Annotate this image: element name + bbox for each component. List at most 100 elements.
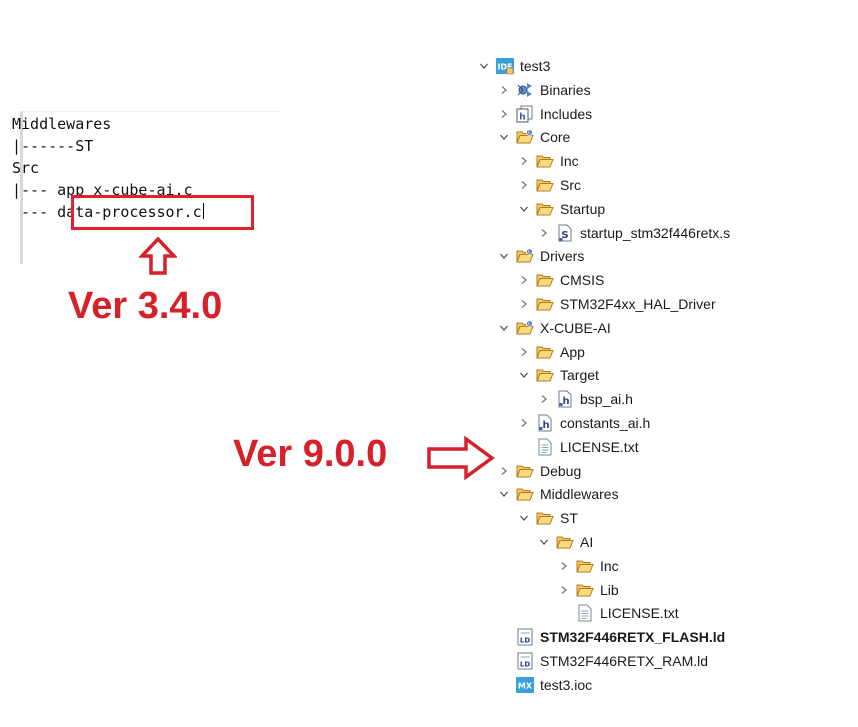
highlight-box — [71, 195, 254, 230]
tree-item[interactable]: Lib — [558, 579, 619, 601]
chevron-down-icon[interactable] — [518, 198, 530, 220]
folder-icon — [536, 295, 554, 313]
tree-item-label: Middlewares — [540, 486, 619, 503]
chevron-right-icon[interactable] — [498, 460, 510, 482]
version-label-right: Ver 9.0.0 — [233, 433, 388, 475]
chevron-right-icon[interactable] — [498, 79, 510, 101]
chevron-down-icon[interactable] — [478, 55, 490, 77]
folder-icon — [556, 533, 574, 551]
tree-item-label: ST — [560, 510, 578, 527]
tree-item[interactable]: App — [518, 341, 585, 363]
tree-item[interactable]: Inc — [558, 555, 619, 577]
text-caret — [202, 203, 204, 219]
tree-item[interactable]: Startup — [518, 198, 605, 220]
tree-item-label: LICENSE.txt — [560, 438, 639, 455]
tree-item[interactable]: LICENSE.txt — [518, 436, 639, 458]
chevron-down-icon[interactable] — [498, 317, 510, 339]
tree-item[interactable]: AI — [538, 531, 593, 553]
chevron-right-icon[interactable] — [518, 150, 530, 172]
chevron-right-icon[interactable] — [498, 103, 510, 125]
tree-item-label: X-CUBE-AI — [540, 319, 611, 336]
chevron-right-icon[interactable] — [518, 293, 530, 315]
header-file-icon: h — [556, 390, 574, 408]
svg-text:C: C — [528, 250, 531, 256]
up-arrow-icon — [139, 236, 177, 275]
chevron-right-icon[interactable] — [558, 579, 570, 601]
tree-item-label: bsp_ai.h — [580, 391, 633, 408]
folder-icon — [536, 271, 554, 289]
tree-spacer — [518, 436, 530, 458]
svg-text:h: h — [562, 396, 569, 407]
ide-project-icon: IDE — [496, 57, 514, 75]
folder-icon — [536, 343, 554, 361]
tree-item[interactable]: Inc — [518, 150, 579, 172]
tree-item[interactable]: C Drivers — [498, 245, 584, 267]
tree-item[interactable]: C X-CUBE-AI — [498, 317, 611, 339]
chevron-right-icon[interactable] — [558, 555, 570, 577]
svg-text:IDE: IDE — [497, 63, 512, 72]
folder-icon — [536, 509, 554, 527]
tree-item-label: Inc — [560, 153, 579, 170]
tree-spacer — [558, 602, 570, 624]
tree-item-label: STM32F446RETX_RAM.ld — [540, 653, 709, 669]
chevron-down-icon[interactable] — [498, 245, 510, 267]
code-line-5: --- data-processor.c — [12, 202, 204, 222]
tree-item[interactable]: IDE test3 — [478, 55, 550, 77]
tree-item[interactable]: LICENSE.txt — [558, 602, 679, 624]
svg-text:LD: LD — [520, 637, 530, 645]
chevron-down-icon[interactable] — [498, 483, 510, 505]
version-label-left: Ver 3.4.0 — [68, 285, 223, 327]
tree-item[interactable]: STM32F4xx_HAL_Driver — [518, 293, 716, 315]
folder-icon — [536, 176, 554, 194]
tree-item-label: Binaries — [540, 81, 591, 98]
includes-icon: h — [516, 105, 534, 123]
tree-item[interactable]: Debug — [498, 460, 581, 482]
chevron-right-icon[interactable] — [538, 388, 550, 410]
tree-item-label: STM32F4xx_HAL_Driver — [560, 296, 716, 312]
binaries-icon — [516, 81, 534, 99]
folder-icon — [516, 462, 534, 480]
code-line-3: Src — [12, 159, 40, 177]
asm-file-icon: S — [556, 224, 574, 242]
tree-item-label: test3 — [520, 58, 551, 74]
chevron-right-icon[interactable] — [518, 341, 530, 363]
svg-text:LD: LD — [520, 661, 530, 669]
tree-item[interactable]: CMSIS — [518, 269, 604, 291]
tree-spacer — [498, 626, 510, 648]
tree-item[interactable]: Binaries — [498, 79, 591, 101]
chevron-down-icon[interactable] — [518, 364, 530, 386]
tree-item[interactable]: LD STM32F446RETX_RAM.ld — [498, 650, 708, 672]
chevron-down-icon[interactable] — [518, 507, 530, 529]
chevron-right-icon[interactable] — [518, 412, 530, 434]
tree-item-label: App — [560, 343, 585, 360]
tree-item[interactable]: Target — [518, 364, 599, 386]
tree-item[interactable]: h Includes — [498, 103, 592, 125]
svg-text:S: S — [561, 230, 568, 241]
svg-text:C: C — [528, 321, 531, 327]
svg-text:C: C — [528, 131, 531, 137]
right-arrow-icon — [427, 436, 495, 480]
svg-text:h: h — [542, 420, 549, 431]
chevron-right-icon[interactable] — [518, 174, 530, 196]
chevron-right-icon[interactable] — [518, 269, 530, 291]
tree-item[interactable]: Src — [518, 174, 581, 196]
tree-item-label: STM32F446RETX_FLASH.ld — [540, 629, 726, 646]
tree-item-label: Includes — [540, 105, 593, 122]
svg-text:MX: MX — [518, 681, 533, 690]
chevron-right-icon[interactable] — [538, 222, 550, 244]
tree-item[interactable]: LD STM32F446RETX_FLASH.ld — [498, 626, 725, 648]
chevron-down-icon[interactable] — [538, 531, 550, 553]
tree-item[interactable]: ST — [518, 507, 578, 529]
tree-item[interactable]: h bsp_ai.h — [538, 388, 633, 410]
folder-icon — [576, 581, 594, 599]
tree-item-label: Drivers — [540, 248, 585, 265]
code-line-1: Middlewares — [12, 115, 112, 133]
header-file-icon: h — [536, 414, 554, 432]
linker-file-icon: LD — [516, 652, 534, 670]
chevron-down-icon[interactable] — [498, 126, 510, 148]
tree-item[interactable]: Middlewares — [498, 483, 619, 505]
